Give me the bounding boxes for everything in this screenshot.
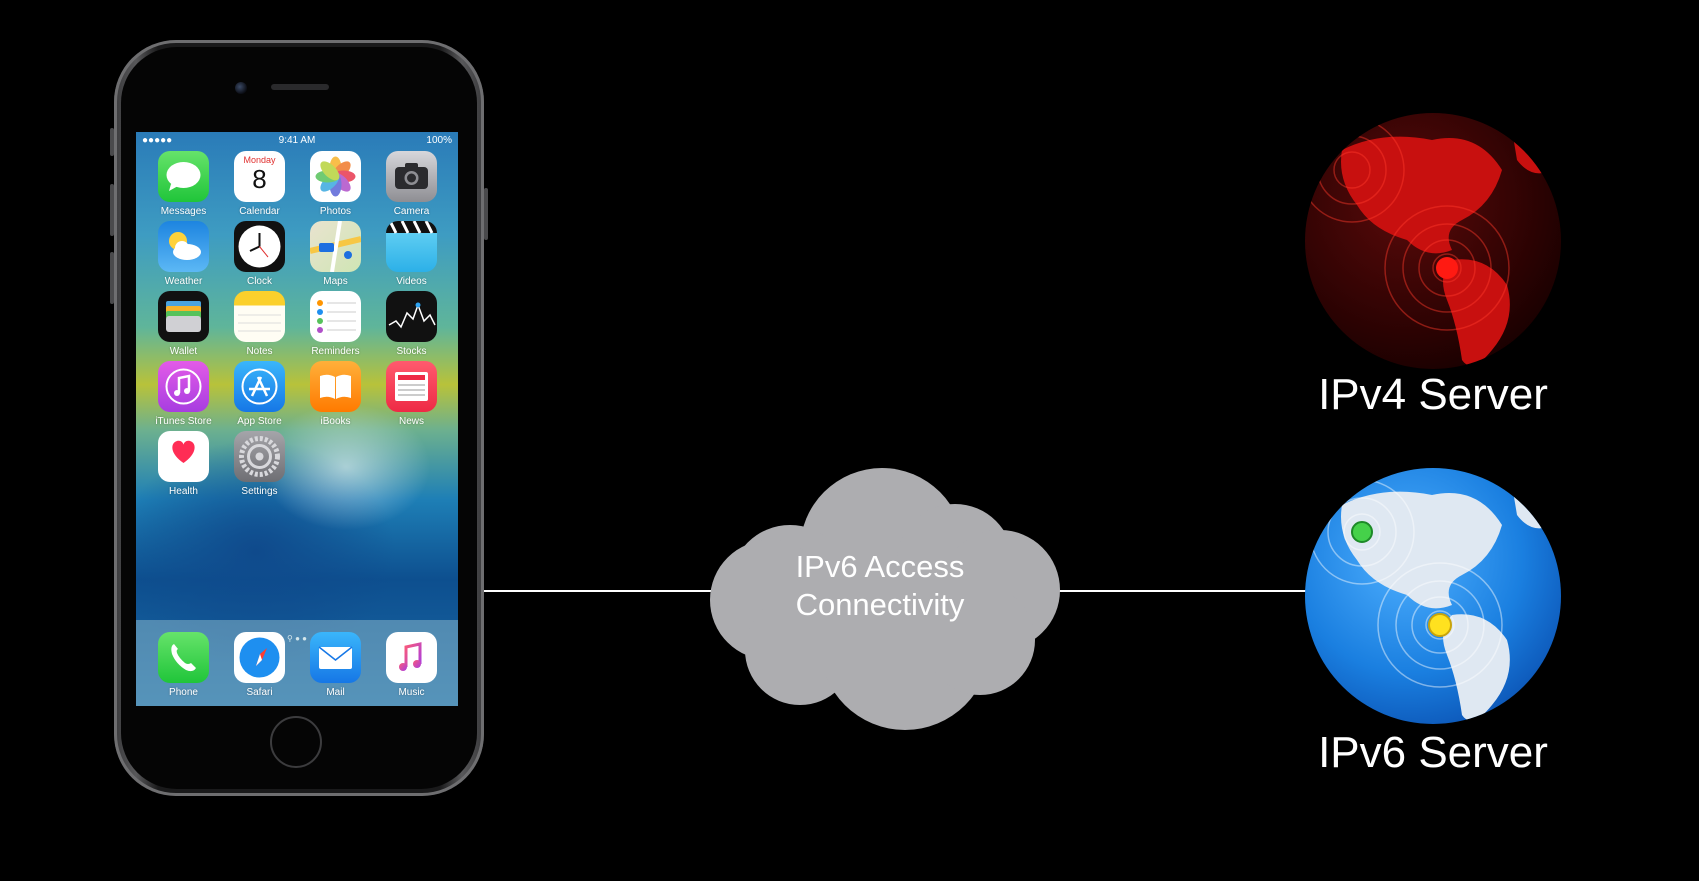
app-label: Mail bbox=[326, 687, 345, 698]
app-label: News bbox=[398, 416, 424, 427]
app-photos[interactable]: Photos bbox=[298, 151, 373, 217]
app-label: Calendar bbox=[239, 206, 280, 217]
app-wallet[interactable]: Wallet bbox=[146, 291, 221, 357]
camera-icon bbox=[386, 151, 437, 202]
earpiece-speaker bbox=[271, 84, 329, 90]
app-safari[interactable]: Safari bbox=[222, 632, 297, 698]
health-icon bbox=[158, 431, 209, 482]
maps-icon bbox=[310, 221, 361, 272]
app-label: Photos bbox=[319, 206, 352, 217]
app-label: Notes bbox=[246, 346, 273, 357]
ipv6-server-label: IPv6 Server bbox=[1318, 728, 1548, 777]
cloud-icon bbox=[710, 468, 1060, 730]
green-location-pin bbox=[1351, 521, 1373, 543]
ipv4-server-globe bbox=[1305, 113, 1561, 369]
battery-level: 100% bbox=[426, 135, 452, 146]
app-app-store[interactable]: App Store bbox=[222, 361, 297, 427]
dock: Phone Safari Mail Music bbox=[136, 620, 458, 706]
app-label: Stocks bbox=[396, 346, 427, 357]
app-label: Messages bbox=[160, 206, 207, 217]
app-label: App Store bbox=[237, 416, 282, 427]
ibooks-icon bbox=[310, 361, 361, 412]
reminders-icon bbox=[310, 291, 361, 342]
app-ibooks[interactable]: iBooks bbox=[298, 361, 373, 427]
safari-icon bbox=[234, 632, 285, 683]
volume-up-button bbox=[110, 184, 114, 236]
mute-switch bbox=[110, 128, 114, 156]
phone-icon bbox=[158, 632, 209, 683]
yellow-location-pin bbox=[1428, 613, 1452, 637]
app-store-icon bbox=[234, 361, 285, 412]
home-screen: ●●●●● 9:41 AM 100% Messages Monday 8 Cal… bbox=[136, 132, 458, 706]
status-time: 9:41 AM bbox=[278, 135, 316, 146]
app-label: Health bbox=[169, 486, 198, 497]
messages-icon bbox=[158, 151, 209, 202]
app-news[interactable]: News bbox=[374, 361, 449, 427]
itunes-store-icon bbox=[158, 361, 209, 412]
app-reminders[interactable]: Reminders bbox=[298, 291, 373, 357]
iphone-device: ●●●●● 9:41 AM 100% Messages Monday 8 Cal… bbox=[110, 40, 488, 796]
weather-icon bbox=[158, 221, 209, 272]
news-icon bbox=[386, 361, 437, 412]
app-itunes-store[interactable]: iTunes Store bbox=[146, 361, 221, 427]
cloud-shape bbox=[710, 468, 1060, 730]
app-maps[interactable]: Maps bbox=[298, 221, 373, 287]
app-label: Clock bbox=[246, 276, 272, 287]
app-messages[interactable]: Messages bbox=[146, 151, 221, 217]
app-label: Phone bbox=[169, 687, 198, 698]
front-camera bbox=[235, 82, 247, 94]
connection-line-phone-to-cloud bbox=[484, 590, 714, 592]
app-label: Safari bbox=[246, 687, 273, 698]
app-label: Weather bbox=[164, 276, 203, 287]
app-label: Settings bbox=[241, 486, 278, 497]
app-label: Camera bbox=[393, 206, 430, 217]
status-bar: ●●●●● 9:41 AM 100% bbox=[136, 132, 458, 150]
app-label: Maps bbox=[323, 276, 348, 287]
clock-icon bbox=[234, 221, 285, 272]
music-icon bbox=[386, 632, 437, 683]
app-calendar[interactable]: Monday 8 Calendar bbox=[222, 151, 297, 217]
app-label: Wallet bbox=[169, 346, 198, 357]
settings-icon bbox=[234, 431, 285, 482]
photos-icon bbox=[310, 151, 361, 202]
ipv6-server-globe bbox=[1305, 468, 1561, 724]
videos-icon bbox=[386, 221, 437, 272]
home-button[interactable] bbox=[270, 716, 322, 768]
app-notes[interactable]: Notes bbox=[222, 291, 297, 357]
app-settings[interactable]: Settings bbox=[222, 431, 297, 497]
cloud-label-line1: IPv6 Access bbox=[795, 549, 965, 584]
page-indicator[interactable]: ⚲ ● ● bbox=[287, 634, 307, 643]
cloud-label: IPv6 Access Connectivity bbox=[700, 548, 1060, 624]
notes-icon bbox=[234, 291, 285, 342]
app-label: Music bbox=[398, 687, 425, 698]
app-weather[interactable]: Weather bbox=[146, 221, 221, 287]
app-stocks[interactable]: Stocks bbox=[374, 291, 449, 357]
app-camera[interactable]: Camera bbox=[374, 151, 449, 217]
cloud-label-line2: Connectivity bbox=[795, 587, 965, 622]
app-label: iTunes Store bbox=[155, 416, 212, 427]
volume-down-button bbox=[110, 252, 114, 304]
mail-icon bbox=[310, 632, 361, 683]
wallet-icon bbox=[158, 291, 209, 342]
app-clock[interactable]: Clock bbox=[222, 221, 297, 287]
app-videos[interactable]: Videos bbox=[374, 221, 449, 287]
app-music[interactable]: Music bbox=[374, 632, 449, 698]
ipv4-server-label: IPv4 Server bbox=[1318, 370, 1548, 419]
app-label: Reminders bbox=[311, 346, 360, 357]
calendar-day: Monday bbox=[243, 155, 276, 165]
app-label: iBooks bbox=[320, 416, 351, 427]
calendar-icon: Monday 8 bbox=[234, 151, 285, 202]
power-button bbox=[484, 188, 488, 240]
calendar-date: 8 bbox=[252, 164, 267, 194]
connection-line-cloud-to-ipv6-server bbox=[1052, 590, 1312, 592]
app-health[interactable]: Health bbox=[146, 431, 221, 497]
app-label: Videos bbox=[396, 276, 427, 287]
app-mail[interactable]: Mail bbox=[298, 632, 373, 698]
app-phone[interactable]: Phone bbox=[146, 632, 221, 698]
stocks-icon bbox=[386, 291, 437, 342]
signal-strength: ●●●●● bbox=[142, 135, 173, 146]
